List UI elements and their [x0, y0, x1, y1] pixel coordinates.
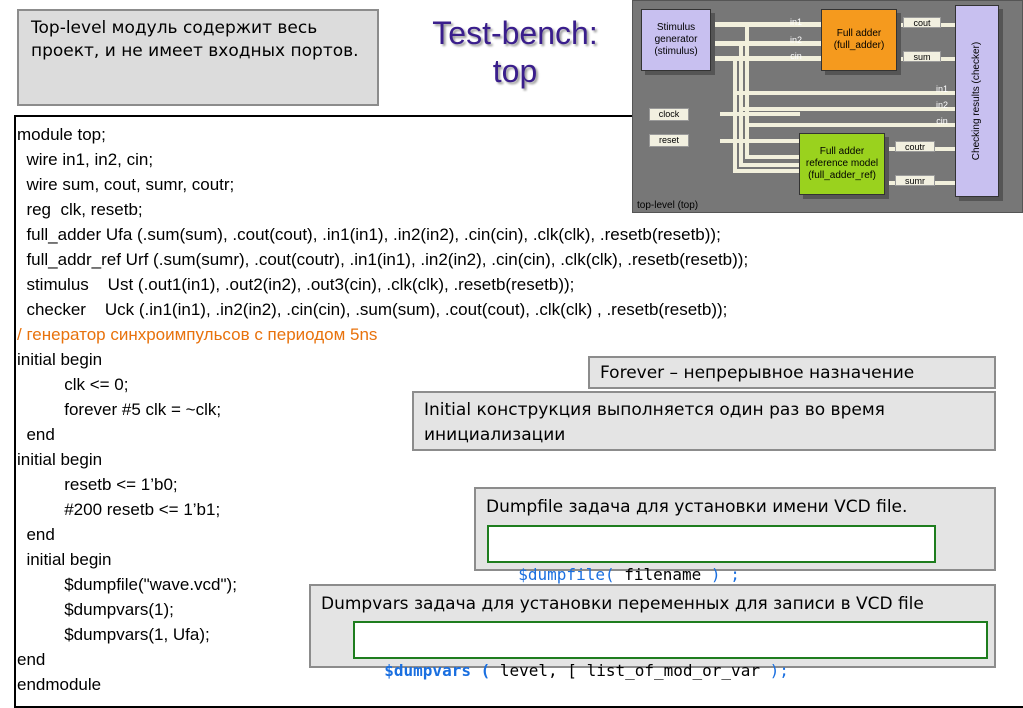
forever-note: Forever – непрерывное назначение — [588, 356, 996, 389]
reset-label: reset — [649, 134, 689, 147]
code-line: $dumpfile("wave.vcd"); — [17, 575, 237, 594]
code-line: wire sum, cout, sumr, coutr; — [17, 175, 235, 194]
code-line: end — [17, 525, 55, 544]
code-line: end — [17, 650, 46, 669]
code-line: initial begin — [17, 350, 103, 369]
port-in1-checker: in1 — [935, 84, 948, 94]
code-line: resetb <= 1’b0; — [17, 475, 178, 494]
code-listing: module top; wire in1, in2, cin; wire sum… — [17, 122, 748, 694]
port-sum: sum — [903, 51, 941, 62]
checker-block: Checking results (checker) — [955, 5, 999, 197]
code-line: reg clk, resetb; — [17, 200, 143, 219]
port-cout: cout — [903, 17, 941, 28]
code-line: endmodule — [17, 675, 102, 694]
dumpfile-syntax: $dumpfile( filename ) ; — [487, 525, 936, 584]
code-line: #200 resetb <= 1’b1; — [17, 500, 221, 519]
code-line: $dumpvars(1, Ufa); — [17, 625, 210, 644]
port-cin-checker: cin — [936, 116, 948, 126]
clock-label: clock — [649, 108, 689, 121]
slide-title: Test-bench: top — [420, 14, 610, 90]
code-comment: / генератор синхроимпульсов с периодом 5… — [17, 325, 378, 344]
port-cin: cin — [790, 51, 802, 61]
code-line: clk <= 0; — [17, 375, 129, 394]
testbench-block-diagram: Stimulus generator (stimulus) Full adder… — [632, 0, 1023, 213]
code-line: forever #5 clk = ~clk; — [17, 400, 222, 419]
port-in1: in1 — [789, 17, 802, 27]
code-frame — [14, 115, 1023, 708]
code-line: $dumpvars(1); — [17, 600, 174, 619]
code-line: initial begin — [17, 450, 103, 469]
initial-note: Initial конструкция выполняется один раз… — [412, 391, 996, 451]
port-coutr: coutr — [895, 141, 935, 152]
full-adder-block: Full adder (full_adder) — [821, 9, 897, 71]
title-line-2: top — [492, 53, 538, 89]
stimulus-block: Stimulus generator (stimulus) — [641, 9, 711, 71]
code-line: module top; — [17, 125, 106, 144]
port-in2: in2 — [789, 35, 802, 45]
code-line: checker Uck (.in1(in1), .in2(in2), .cin(… — [17, 300, 728, 319]
code-line: wire in1, in2, cin; — [17, 150, 154, 169]
full-adder-ref-block: Full adder reference model (full_adder_r… — [799, 133, 885, 195]
dumpvars-syntax: $dumpvars ( level, [ list_of_mod_or_var … — [353, 621, 988, 680]
code-line: initial begin — [17, 550, 112, 569]
code-line: end — [17, 425, 55, 444]
title-line-1: Test-bench: — [432, 15, 598, 51]
top-level-note: Top-level модуль содержит весь проект, и… — [17, 9, 379, 106]
port-sumr: sumr — [895, 175, 935, 186]
port-in2-checker: in2 — [935, 100, 948, 110]
code-line: full_adder Ufa (.sum(sum), .cout(cout), … — [17, 225, 721, 244]
top-level-label: top-level (top) — [637, 200, 699, 211]
code-line: full_addr_ref Urf (.sum(sumr), .cout(cou… — [17, 250, 749, 269]
code-line: stimulus Ust (.out1(in1), .out2(in2), .o… — [17, 275, 575, 294]
